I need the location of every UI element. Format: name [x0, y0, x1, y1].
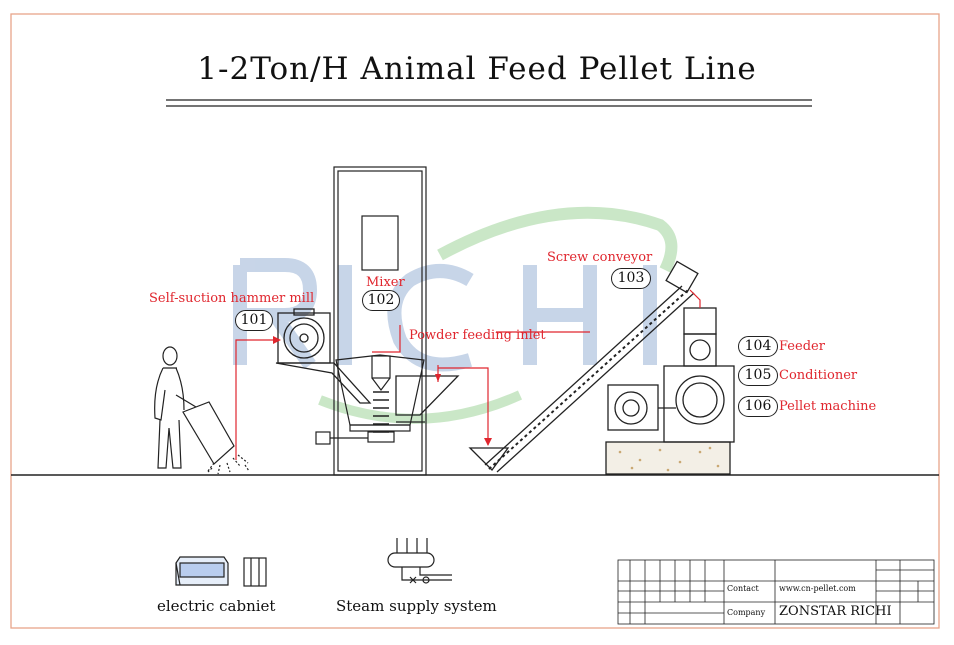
contact-label: Contact: [727, 584, 759, 593]
company-value: ZONSTAR RICHI: [779, 604, 892, 619]
company-label: Company: [727, 608, 766, 617]
electric-cabinet-label: electric cabniet: [157, 597, 276, 615]
pellet-machine-group: [605, 307, 735, 475]
feeder-label: Feeder: [779, 339, 825, 354]
powder-inlet-label: Powder feeding inlet: [409, 328, 546, 343]
hammer-mill-label: Self-suction hammer mill: [149, 291, 315, 306]
diagram-title: 1-2Ton/H Animal Feed Pellet Line: [197, 51, 757, 87]
mixer-number: 102: [362, 290, 400, 311]
drawing-frame: [10, 13, 940, 629]
hammer-mill-number: 101: [235, 310, 273, 331]
steam-supply-label: Steam supply system: [336, 597, 497, 615]
hammer-mill-machine: [275, 308, 372, 404]
contact-value: www.cn-pellet.com: [779, 584, 856, 593]
electric-cabinet-icon: [175, 556, 267, 587]
pellet-machine-number: 106: [738, 396, 778, 417]
screw-conveyor-label: Screw conveyor: [547, 250, 653, 265]
conditioner-number: 105: [738, 365, 778, 386]
title-block: [617, 559, 935, 625]
worker-figure: [154, 346, 250, 475]
conditioner-label: Conditioner: [779, 368, 858, 383]
pellet-machine-label: Pellet machine: [779, 399, 877, 414]
richi-watermark: [233, 206, 678, 424]
mixer-machine: [315, 166, 427, 476]
flow-lines: [235, 289, 701, 460]
steam-supply-icon: [387, 538, 452, 584]
feeder-number: 104: [738, 336, 778, 357]
mixer-label: Mixer: [366, 275, 405, 290]
screw-conveyor-machine: [468, 260, 699, 473]
screw-conveyor-number: 103: [611, 268, 651, 289]
